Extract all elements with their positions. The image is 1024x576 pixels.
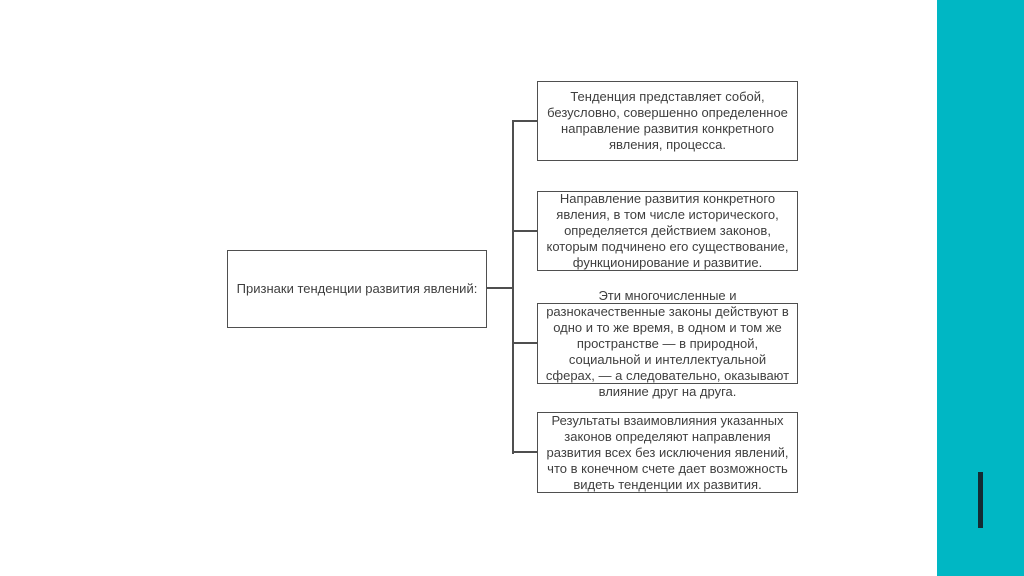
connector-trunk xyxy=(512,120,514,454)
connector-root-to-trunk xyxy=(487,287,513,289)
connector-stub-3 xyxy=(512,342,538,344)
branch-box-4-text: Результаты взаимовлияния указанных закон… xyxy=(546,412,789,492)
branch-box-1: Тенденция представляет собой, безусловно… xyxy=(537,81,798,161)
branch-box-1-text: Тенденция представляет собой, безусловно… xyxy=(547,89,788,152)
connector-stub-4 xyxy=(512,451,538,453)
caret-bar xyxy=(978,472,983,528)
branch-box-2: Направление развития конкретного явления… xyxy=(537,191,798,271)
branch-box-3-text: Эти многочисленные и разнокачественные з… xyxy=(545,287,790,399)
branch-box-4: Результаты взаимовлияния указанных закон… xyxy=(537,412,798,493)
connector-stub-2 xyxy=(512,230,538,232)
root-box: Признаки тенденции развития явлений: xyxy=(227,250,487,328)
root-box-label: Признаки тенденции развития явлений: xyxy=(236,281,478,296)
branch-box-2-text: Направление развития конкретного явления… xyxy=(546,191,789,270)
branch-box-3: Эти многочисленные и разнокачественные з… xyxy=(537,288,798,399)
accent-panel xyxy=(937,0,1024,576)
connector-stub-1 xyxy=(512,120,538,122)
